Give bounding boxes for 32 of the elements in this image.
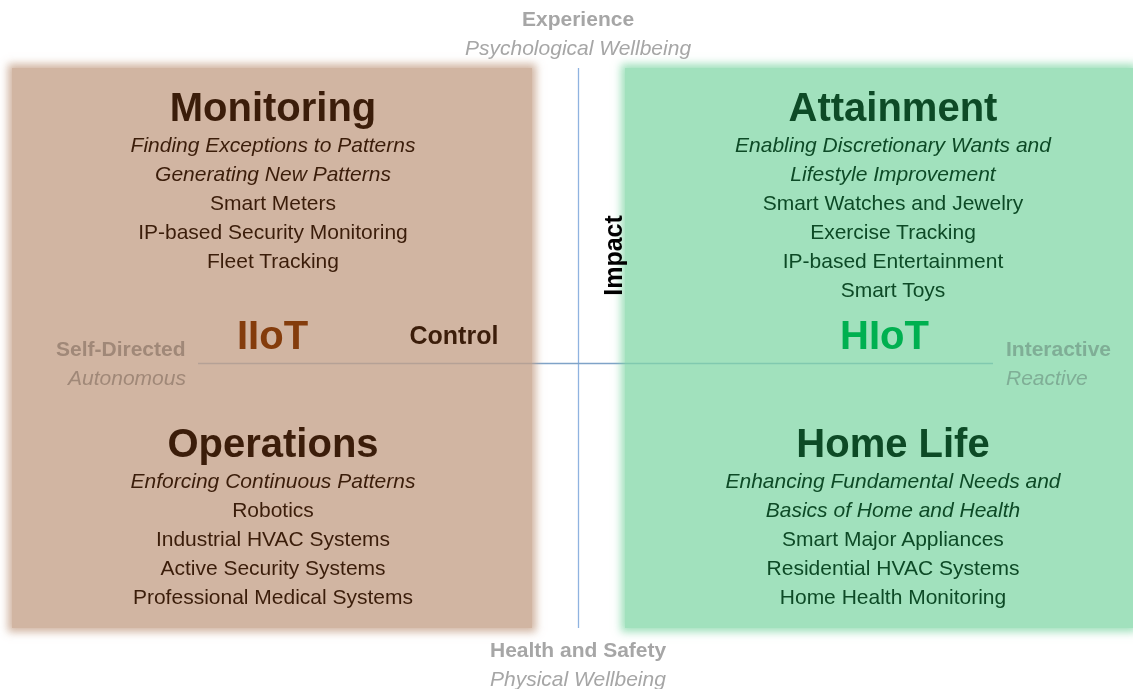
axis-label: Experience: [522, 6, 635, 32]
description-text: Enhancing Fundamental Needs and Basics of Home and Health: [724, 468, 1062, 523]
list-item: IP-based Entertainment: [781, 248, 1005, 274]
quadrant-heading: Attainment: [788, 84, 998, 130]
list-item: Smart Major Appliances: [781, 526, 1005, 552]
list-item: Smart Meters: [209, 190, 337, 216]
list-item: Robotics: [231, 497, 315, 523]
list-item: Active Security Systems: [159, 555, 387, 581]
quadrant-panel: [12, 68, 532, 628]
quadrant-panel: [625, 68, 1133, 628]
description-text: Enabling Discretionary Wants and Lifestyle Improvement: [734, 132, 1053, 187]
list-item: Smart Toys: [839, 277, 947, 303]
list-item: Residential HVAC Systems: [765, 555, 1021, 581]
description-text: Finding Exceptions to Patterns: [129, 132, 417, 158]
list-item: Exercise Tracking: [809, 219, 977, 245]
quadrant-title: HIoT: [840, 312, 929, 358]
description-text: Enforcing Continuous Patterns: [129, 468, 417, 494]
list-item: Industrial HVAC Systems: [154, 526, 392, 552]
quadrant-title: IIoT: [237, 312, 309, 358]
list-item: Smart Watches and Jewelry: [761, 190, 1025, 216]
axis-label: Health and Safety: [490, 637, 667, 663]
axis-label: Control: [409, 321, 499, 350]
list-item: Professional Medical Systems: [131, 584, 415, 610]
quadrant-heading: Home Life: [796, 420, 990, 466]
list-item: Fleet Tracking: [206, 248, 340, 274]
list-item: Home Health Monitoring: [778, 584, 1008, 610]
description-text: Generating New Patterns: [154, 161, 392, 187]
axis-sublabel: Psychological Wellbeing: [465, 35, 692, 61]
axis-label: Impact: [598, 214, 628, 296]
quadrant-heading: Operations: [167, 420, 379, 466]
list-item: IP-based Security Monitoring: [137, 219, 409, 245]
quadrant-heading: Monitoring: [169, 84, 377, 130]
